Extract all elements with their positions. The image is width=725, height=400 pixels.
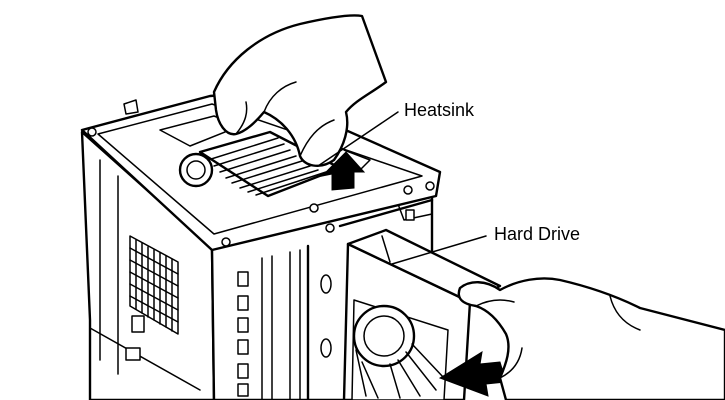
side-vent [129, 235, 179, 335]
hard-drive-leader-line [391, 235, 487, 265]
heatsink-label: Heatsink [404, 100, 475, 120]
drive-bay-slots [237, 271, 249, 397]
hand-top [212, 14, 388, 167]
up-arrow-icon [320, 151, 366, 191]
drive-fan [351, 299, 449, 400]
hard-drive [342, 228, 502, 400]
heatsink-leader-line [317, 111, 399, 167]
hard-drive-label: Hard Drive [494, 224, 580, 244]
hand-bottom [457, 277, 725, 400]
